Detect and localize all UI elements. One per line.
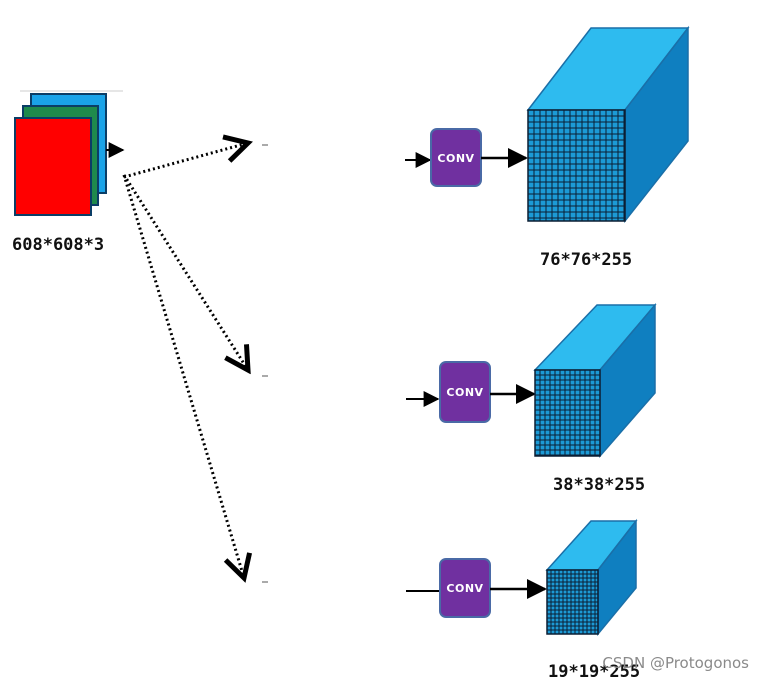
conv-block-2-label: CONV (446, 386, 483, 399)
cube-19-grid (547, 570, 598, 634)
conv-block-2 (439, 361, 491, 423)
cube-38-grid (535, 370, 600, 456)
cube-76-grid (528, 110, 625, 221)
dotted-arrow-top (123, 143, 248, 179)
feature-cube-38 (533, 302, 657, 458)
branch-76: CONV 76*76*255 (405, 25, 690, 270)
dotted-arrow-middle (122, 174, 248, 370)
dotted-arrows (122, 143, 248, 578)
output-label-76: 76*76*255 (540, 250, 632, 270)
endpoint-dashes (262, 144, 268, 583)
feature-cube-19 (545, 518, 638, 637)
feature-cube-76 (526, 25, 690, 224)
output-label-38: 38*38*255 (553, 475, 645, 495)
conv-block-3-label: CONV (446, 582, 483, 595)
watermark: CSDN @Protogonos (602, 654, 749, 672)
input-dimension-label: 608*608*3 (12, 235, 104, 255)
branch-19: CONV 19*19*255 (406, 518, 640, 682)
branch-38: CONV 38*38*255 (406, 302, 657, 495)
output-label-19: 19*19*255 (548, 662, 640, 682)
cube-38-front (534, 369, 601, 457)
input-layer-red (14, 117, 92, 216)
conv-block-1-label: CONV (437, 152, 474, 165)
dotted-arrow-bottom (122, 174, 244, 578)
input-image-stack: 608*608*3 (12, 90, 125, 255)
